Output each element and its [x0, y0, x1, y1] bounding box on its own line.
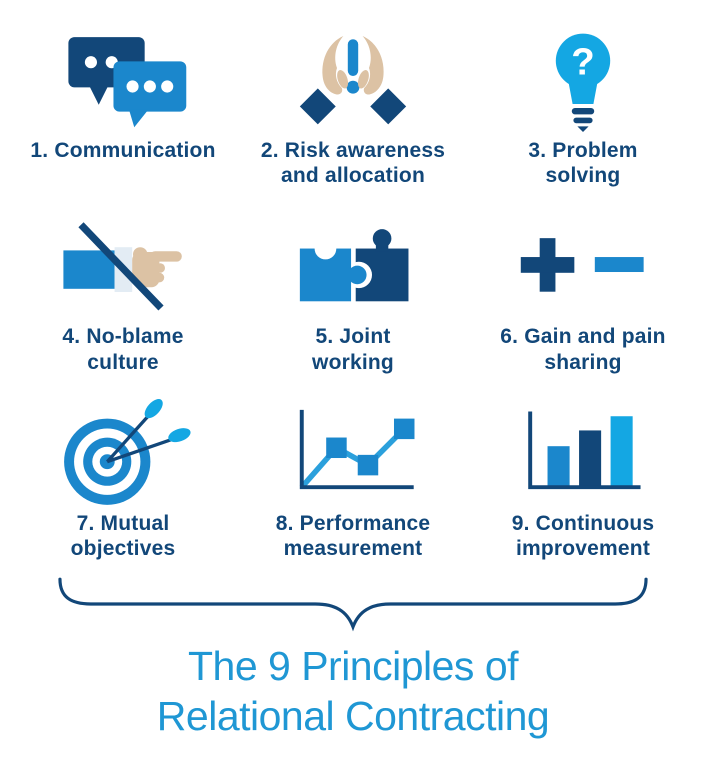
principle-label: 9. Continuous improvement — [511, 511, 655, 560]
no-pointing-hand-icon — [63, 222, 182, 311]
principle-item-6: 6. Gain and pain sharing — [468, 212, 698, 374]
principle-item-3: ? 3. Problem solving — [468, 26, 698, 188]
principle-item-1: 1. Communication — [8, 26, 238, 188]
line-chart-icon — [299, 410, 415, 490]
principle-item-7: 7. Mutual objectives — [8, 398, 238, 561]
speech-bubbles-icon — [68, 37, 187, 128]
lightbulb-question-icon: ? — [555, 33, 611, 132]
bar-chart-icon — [528, 411, 641, 490]
principles-grid: 1. Communication — [8, 26, 698, 561]
puzzle-pieces-icon — [299, 229, 409, 302]
principle-label: 5. Joint working — [312, 325, 394, 374]
principle-label: 3. Problem solving — [528, 139, 638, 188]
plus-minus-icon — [520, 238, 644, 292]
principle-item-8: 8. Performance measurement — [238, 399, 468, 561]
principle-label: 2. Risk awareness and allocation — [260, 139, 446, 188]
principle-label: 7. Mutual objectives — [70, 511, 176, 560]
principle-label: 6. Gain and pain sharing — [500, 325, 666, 374]
hands-exclamation-icon — [294, 36, 412, 131]
principle-item-5: 5. Joint working — [238, 212, 468, 374]
principle-item-4: 4. No-blame culture — [8, 212, 238, 374]
question-mark-glyph: ? — [571, 40, 594, 83]
page-title: The 9 Principles of Relational Contracti… — [156, 643, 550, 740]
principle-label: 4. No-blame culture — [62, 325, 184, 374]
brace-icon — [58, 577, 648, 632]
principle-item-9: 9. Continuous improvement — [468, 399, 698, 561]
principle-label: 8. Performance measurement — [275, 511, 431, 560]
target-darts-icon — [64, 398, 191, 505]
principle-label: 1. Communication — [30, 139, 216, 162]
principle-item-2: 2. Risk awareness and allocation — [238, 26, 468, 188]
